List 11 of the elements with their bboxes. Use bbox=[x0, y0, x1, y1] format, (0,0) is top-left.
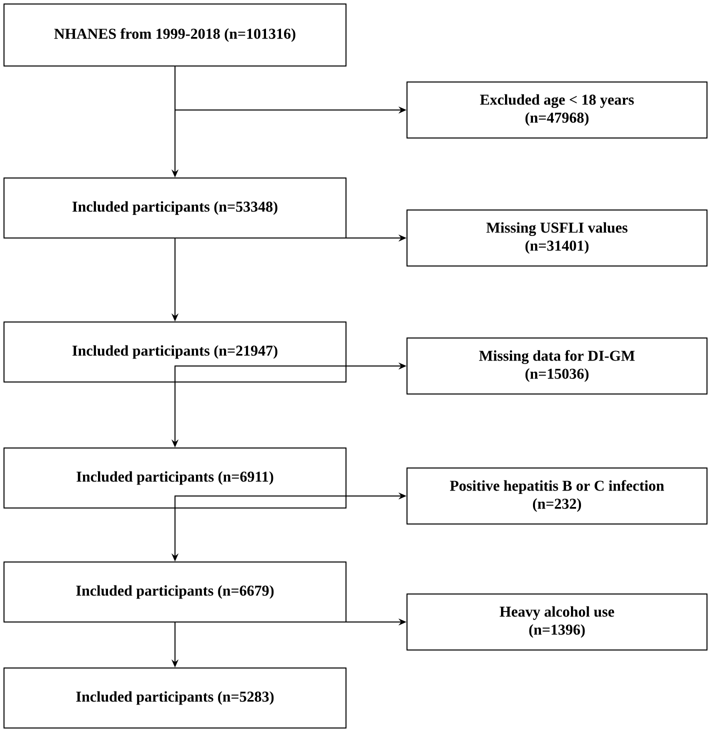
flow-box: Included participants (n=6679) bbox=[4, 562, 346, 622]
flow-box: Included participants (n=6911) bbox=[4, 448, 346, 508]
flow-box: Included participants (n=21947) bbox=[4, 322, 346, 382]
flow-box: Included participants (n=53348) bbox=[4, 178, 346, 238]
exclusion-box: Positive hepatitis B or C infection (n=232) bbox=[406, 468, 708, 524]
flow-box: NHANES from 1999-2018 (n=101316) bbox=[4, 4, 346, 66]
flow-box: Included participants (n=5283) bbox=[4, 668, 346, 728]
exclusion-box: Missing USFLI values (n=31401) bbox=[406, 210, 708, 266]
exclusion-box: Heavy alcohol use (n=1396) bbox=[406, 594, 708, 650]
exclusion-box: Missing data for DI-GM (n=15036) bbox=[406, 338, 708, 394]
exclusion-box: Excluded age < 18 years (n=47968) bbox=[406, 82, 708, 138]
